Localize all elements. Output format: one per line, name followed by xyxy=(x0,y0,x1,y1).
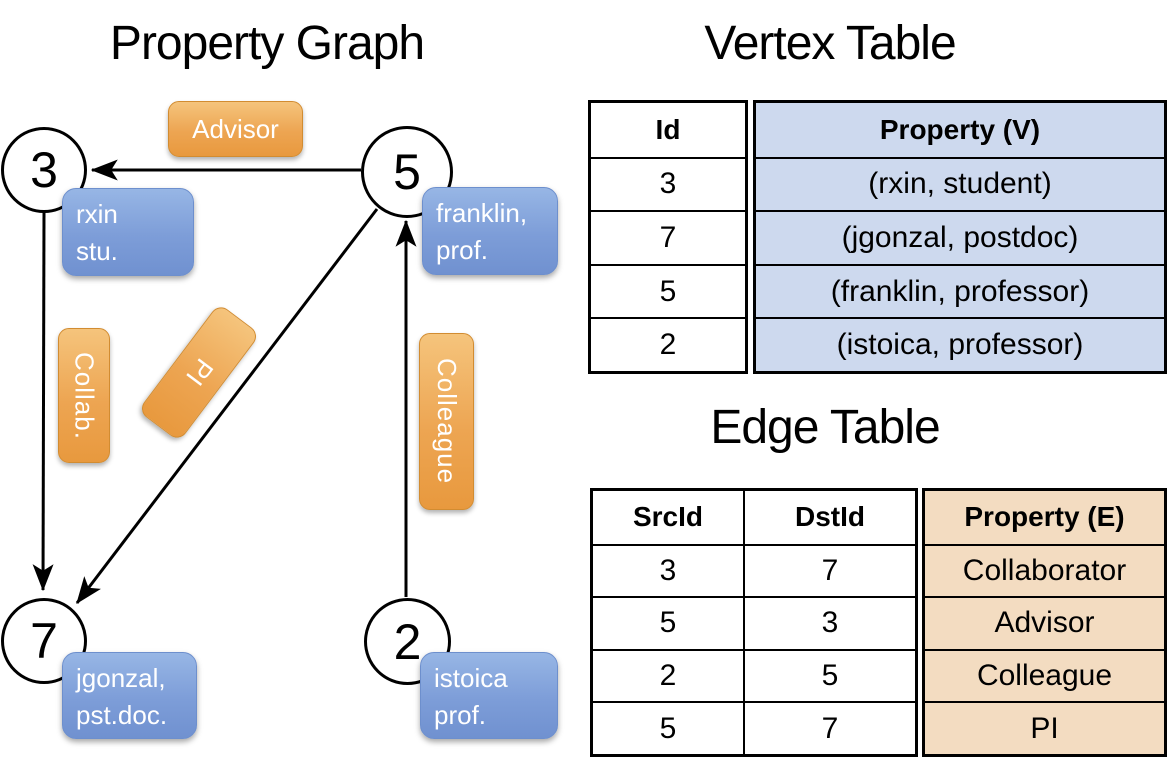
vertex-card-line2: stu. xyxy=(76,235,118,266)
vertex-table-id-column: Id 3 7 5 2 xyxy=(588,100,748,374)
vertex-card-line2: pst.doc. xyxy=(76,699,168,730)
vertex-id-cell: 3 xyxy=(591,156,745,211)
edge-property-cell: PI xyxy=(925,701,1164,754)
vertex-card-line1: istoica xyxy=(434,663,508,693)
edge-table-title: Edge Table xyxy=(710,401,940,454)
edge-src-cell: 3 xyxy=(593,543,743,597)
edge-label-text: Advisor xyxy=(192,113,279,144)
vertex-property-cell: (jgonzal, postdoc) xyxy=(756,210,1164,264)
edge-dst-cell: 7 xyxy=(743,543,915,597)
vertex-property-cell: (franklin, professor) xyxy=(756,263,1164,318)
vertex-card-line2: prof. xyxy=(436,234,489,265)
vertex-id-cell: 5 xyxy=(591,263,745,318)
edge-label-text: PI xyxy=(179,353,220,393)
edge-property-header: Property (E) xyxy=(964,501,1125,533)
vertex-property-cell: (istoica, professor) xyxy=(756,317,1164,371)
vertex-id-cell: 2 xyxy=(591,317,745,371)
edge-label-collab: Collab. xyxy=(58,328,110,463)
edge-label-text: Colleague xyxy=(432,358,462,485)
vertex-id-header: Id xyxy=(655,113,681,145)
node-id: 3 xyxy=(30,142,58,198)
node-id: 2 xyxy=(393,613,422,670)
edge-table-property-column: Property (E) Collaborator Advisor Collea… xyxy=(922,488,1167,757)
vertex-card-franklin: franklin, prof. xyxy=(422,187,558,275)
vertex-card-line1: jgonzal, xyxy=(76,663,166,693)
edge-3-7 xyxy=(32,211,54,592)
vertex-table-property-column: Property (V) (rxin, student) (jgonzal, p… xyxy=(753,100,1167,374)
edge-label-colleague: Colleague xyxy=(419,333,474,510)
vertex-card-line1: rxin xyxy=(76,199,118,229)
graph-edges-svg xyxy=(32,159,417,604)
vertex-card-line2: prof. xyxy=(434,699,487,730)
edge-src-header: SrcId xyxy=(632,501,704,533)
vertex-property-cell: (rxin, student) xyxy=(756,156,1164,211)
node-circle-2: 2 xyxy=(364,598,451,685)
node-id: 5 xyxy=(393,144,421,200)
vertex-table-title: Vertex Table xyxy=(704,17,956,70)
vertex-card-jgonzal: jgonzal, pst.doc. xyxy=(62,652,197,739)
vertex-card-istoica: istoica prof. xyxy=(420,652,558,739)
vertex-card-rxin: rxin stu. xyxy=(62,188,194,276)
node-circle-5: 5 xyxy=(361,126,453,218)
edge-dst-cell: 7 xyxy=(743,701,915,754)
edge-5-7 xyxy=(75,208,379,604)
node-id: 7 xyxy=(30,613,58,669)
edge-table-id-columns: SrcId DstId 3 7 5 3 2 5 5 7 xyxy=(590,488,918,757)
edge-src-cell: 5 xyxy=(593,596,743,649)
vertex-property-header: Property (V) xyxy=(879,113,1041,145)
vertex-id-cell: 7 xyxy=(591,210,745,264)
edge-dst-header: DstId xyxy=(743,491,915,544)
edge-label-text: Collab. xyxy=(69,351,100,440)
edge-dst-cell: 3 xyxy=(743,596,915,649)
edge-dst-cell: 5 xyxy=(743,648,915,702)
edge-label-advisor: Advisor xyxy=(168,101,303,157)
vertex-card-line1: franklin, xyxy=(436,198,528,228)
edge-property-cell: Colleague xyxy=(925,648,1164,702)
edge-src-cell: 2 xyxy=(593,648,743,702)
edge-property-cell: Advisor xyxy=(925,596,1164,649)
edge-src-cell: 5 xyxy=(593,701,743,754)
edge-property-cell: Collaborator xyxy=(925,543,1164,597)
property-graph-title: Property Graph xyxy=(109,17,425,70)
